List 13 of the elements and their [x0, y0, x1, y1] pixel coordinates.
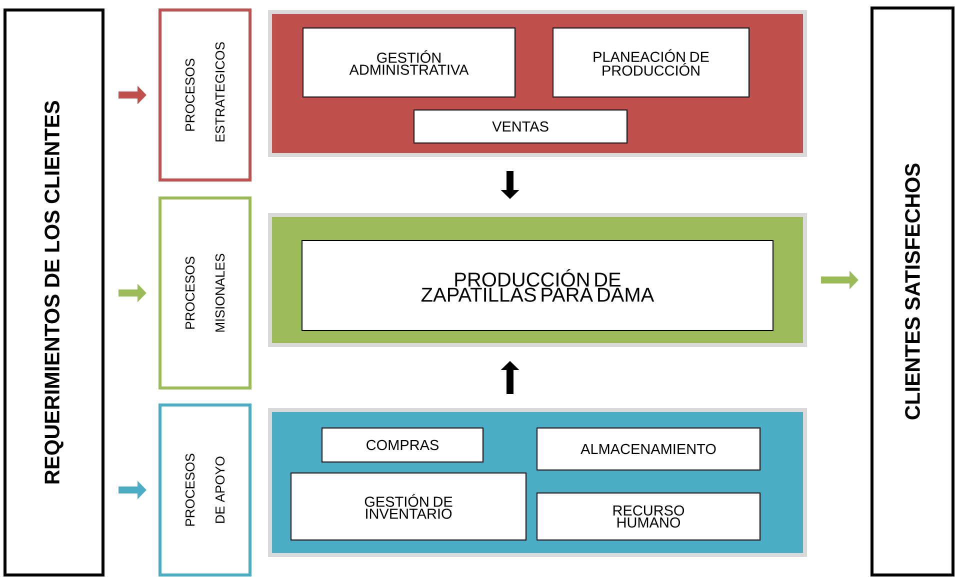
process-box: PRODUCCIÓN DE ZAPATILLAS PARA DAMA [302, 240, 774, 331]
process-box: GESTIÓN ADMINISTRATIVA [302, 28, 516, 98]
process-box: RECURSO HUMANO [536, 492, 760, 540]
process-label-box: PROCESOS ESTRATEGICOS [158, 8, 252, 182]
process-label-box: PROCESOS MISIONALES [158, 196, 252, 390]
process-box: COMPRAS [322, 428, 484, 462]
process-box: GESTIÓN DE INVENTARIO [290, 472, 526, 540]
process-box: PLANEACIÓN DE PRODUCCIÓN [552, 28, 750, 98]
process-box: ALMACENAMIENTO [536, 428, 760, 470]
side-box: REQUERIMIENTOS DE LOS CLIENTES [4, 8, 104, 576]
side-box: CLIENTES SATISFECHOS [870, 6, 954, 576]
process-label-box: PROCESOS DE APOYO [158, 404, 252, 576]
process-box: VENTAS [414, 110, 628, 144]
